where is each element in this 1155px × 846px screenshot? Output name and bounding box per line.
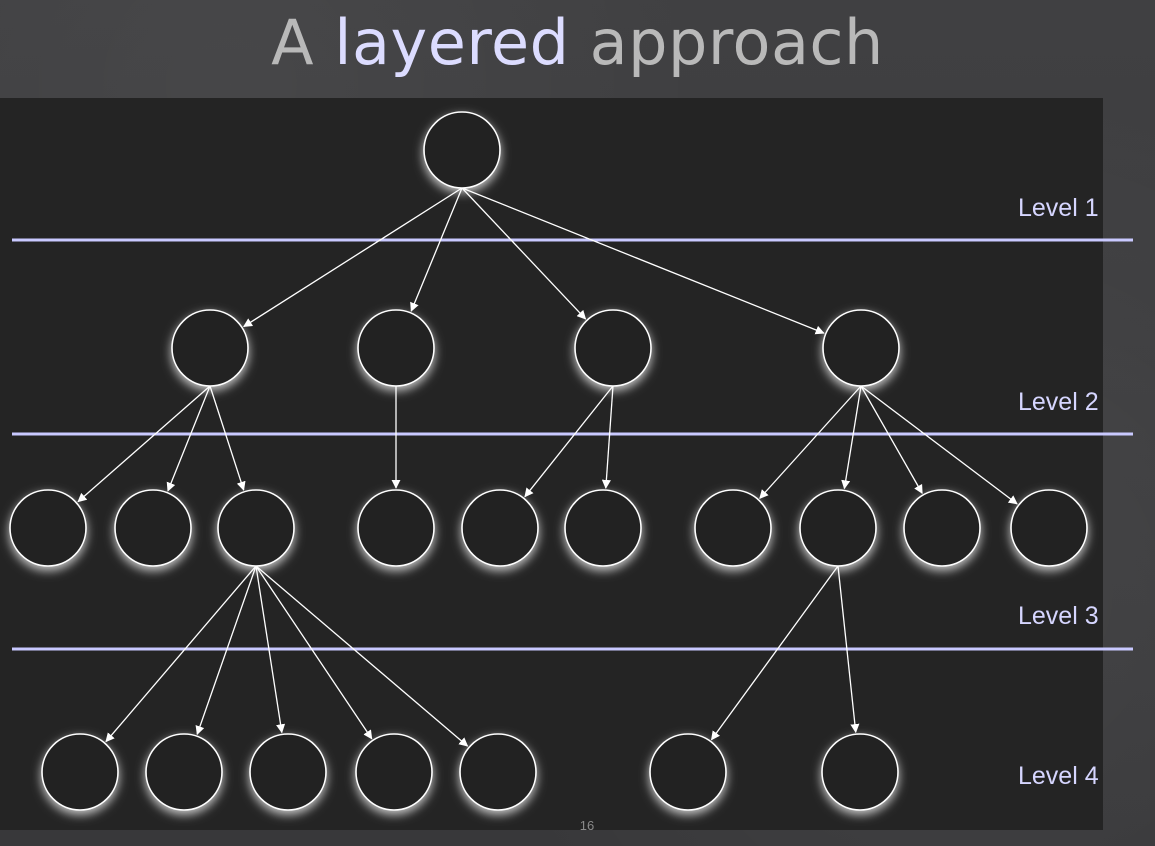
tree-edge-arrow — [243, 187, 463, 328]
tree-edge-arrow — [841, 385, 862, 490]
tree-node — [564, 489, 642, 567]
tree-node — [903, 489, 981, 567]
tree-node — [41, 733, 119, 811]
level-label: Level 1 — [1018, 194, 1099, 222]
tree-node — [249, 733, 327, 811]
tree-edge-arrow — [601, 385, 614, 490]
title-prefix: A — [271, 6, 335, 79]
tree-edge-arrow — [837, 565, 860, 734]
tree-edge-arrow — [711, 565, 839, 741]
tree-edge-arrow — [255, 565, 286, 734]
level-label: Level 4 — [1018, 762, 1099, 790]
tree-node — [694, 489, 772, 567]
tree-nodes — [9, 111, 1088, 811]
slide-title: A layered approach — [0, 2, 1155, 90]
tree-node — [574, 309, 652, 387]
level-label: Level 2 — [1018, 388, 1099, 416]
tree-node — [1010, 489, 1088, 567]
tree-node — [114, 489, 192, 567]
tree-node — [217, 489, 295, 567]
tree-edge-arrow — [255, 565, 373, 740]
tree-node — [355, 733, 433, 811]
tree-node — [459, 733, 537, 811]
tree-edge-arrow — [461, 187, 587, 320]
tree-edge-arrow — [410, 187, 463, 312]
tree-node — [822, 309, 900, 387]
tree-node — [799, 489, 877, 567]
title-suffix: approach — [569, 6, 884, 79]
tree-node — [357, 489, 435, 567]
level-separators — [12, 238, 1133, 651]
tree-node — [423, 111, 501, 189]
tree-edge-arrow — [524, 385, 614, 498]
tree-edge-arrow — [860, 385, 1018, 505]
tree-edge-arrow — [105, 565, 257, 743]
tree-node — [461, 489, 539, 567]
tree-edge-arrow — [77, 385, 211, 503]
tree-edge-arrow — [255, 565, 469, 747]
tree-edge-arrow — [461, 187, 825, 335]
slide-number: 16 — [579, 818, 595, 833]
tree-node — [145, 733, 223, 811]
level-label: Level 3 — [1018, 602, 1099, 630]
tree-node — [9, 489, 87, 567]
tree-node — [649, 733, 727, 811]
tree-edge-arrow — [195, 565, 257, 736]
tree-node — [357, 309, 435, 387]
tree-edge-arrow — [860, 385, 923, 495]
tree-node — [171, 309, 249, 387]
tree-edge-arrow — [209, 385, 246, 491]
tree-edges — [77, 187, 1018, 747]
title-highlight: layered — [334, 6, 570, 79]
tree-node — [821, 733, 899, 811]
tree-edge-arrow — [166, 385, 211, 492]
tree-edge-arrow — [759, 385, 862, 499]
